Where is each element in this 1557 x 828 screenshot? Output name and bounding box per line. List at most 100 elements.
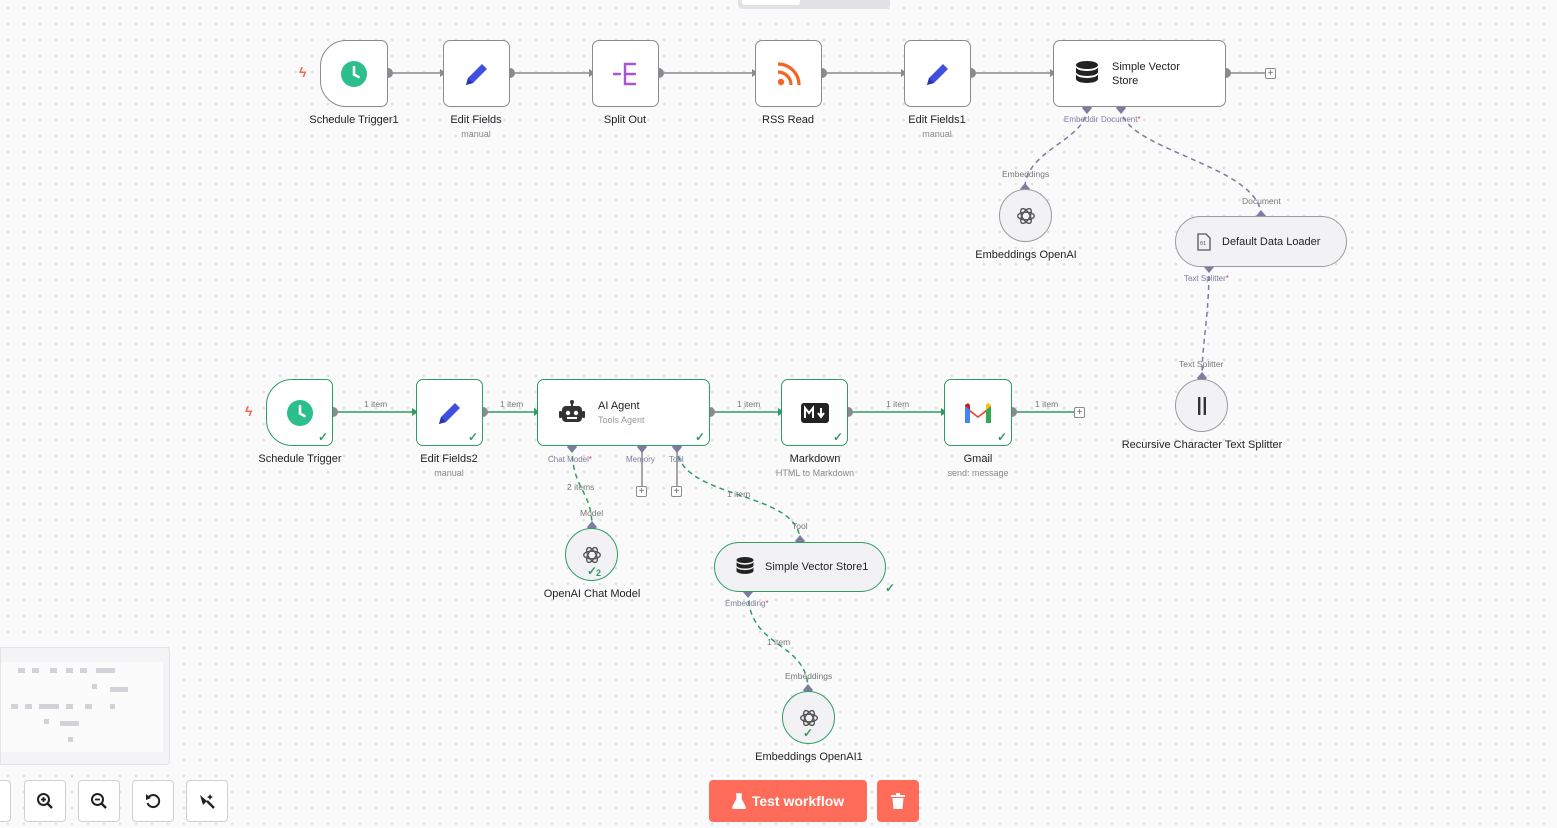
node-schedule-trigger1[interactable] [320,40,388,107]
reset-zoom-icon [146,794,161,809]
success-check-icon: ✓ [884,581,895,595]
node-title: Simple Vector Store [1112,60,1180,87]
zoom-out-button[interactable] [78,780,120,822]
node-title: AI Agent [598,399,640,412]
node-markdown[interactable]: ✓ [781,379,848,446]
success-check-icon: ✓ [467,430,478,444]
add-node-button[interactable]: + [1265,68,1276,79]
tidy-up-button[interactable] [186,780,228,822]
port-label-embeddings-in: Embeddings [785,671,833,681]
top-toggle-bar[interactable] [738,0,890,9]
tidy-up-icon [200,794,215,809]
label-openai-chat-model: OpenAI Chat Model [543,588,641,600]
port-label-text-splitter: Text Splitter* [1184,274,1229,283]
success-check-icon: ✓ [996,430,1007,444]
sublabel-gmail: send: message [947,468,1009,478]
node-embeddings-openai1[interactable]: ✓ [782,691,835,744]
port-label-embeddings: Embeddings [1002,169,1050,179]
add-tool-button[interactable]: + [671,486,682,497]
clear-execution-button[interactable] [877,780,919,822]
node-edit-fields1[interactable] [904,40,971,107]
flask-icon [732,793,746,809]
pencil-icon [438,402,460,424]
port-label-tool-in: Tool [792,521,808,531]
run-count: 2 [595,568,601,578]
minimap[interactable] [0,647,170,765]
port-label-embedding: Embeddir [1064,115,1099,124]
zoom-in-icon [37,793,53,809]
text-splitter-icon [1197,396,1206,415]
success-check-icon: ✓ [802,726,813,740]
top-toggle-active[interactable] [742,0,800,5]
node-gmail[interactable]: ✓ [944,379,1012,446]
database-icon [1076,60,1098,83]
node-simple-vector-store1[interactable]: Simple Vector Store1 ✓ [714,542,895,595]
success-check-icon: ✓ [586,564,597,578]
test-workflow-button[interactable]: Test workflow [709,780,867,822]
node-schedule-trigger[interactable]: ✓ [266,379,333,446]
label-markdown: Markdown [789,453,841,465]
robot-icon [559,399,585,422]
split-out-icon [612,62,636,85]
node-simple-vector-store[interactable]: Simple Vector Store [1053,40,1226,107]
openai-icon [1016,207,1035,224]
label-gmail: Gmail [963,453,993,465]
edge-label: 1 item [1035,399,1059,409]
openai-icon [799,709,818,726]
success-check-icon: ✓ [694,430,705,444]
node-openai-chat-model[interactable]: ✓ 2 [565,528,618,581]
node-default-data-loader[interactable]: 01 Default Data Loader [1175,216,1347,267]
zoom-in-button[interactable] [24,780,66,822]
fit-view-button[interactable] [0,780,11,822]
clock-icon [286,399,313,426]
node-title: Simple Vector Store1 [765,561,869,573]
bolt-icon: ϟ [245,403,253,419]
port-label-tool: Tool [669,455,684,464]
node-edit-fields2[interactable]: ✓ [416,379,483,446]
label-embeddings-openai1: Embeddings OpenAI1 [755,751,863,763]
node-split-out[interactable] [592,40,659,107]
sublabel-edit-fields2: manual [434,468,464,478]
port-label-document-in: Document [1242,196,1281,206]
markdown-icon [800,402,829,423]
label-recursive-splitter: Recursive Character Text Splitter [1121,439,1283,451]
rss-icon [777,61,801,85]
svg-text:01: 01 [1200,241,1206,247]
port-label-embedding: Embedding* [725,599,769,608]
trash-icon [891,793,905,809]
zoom-out-icon [91,793,107,809]
edge-label: 2 items [567,482,595,492]
edge-label: 1 item [500,399,524,409]
port-label-memory: Memory [626,455,655,464]
label-embeddings-openai: Embeddings OpenAI [975,249,1077,261]
port-label-text-splitter-in: Text Splitter [1179,359,1224,369]
success-check-icon: ✓ [832,430,843,444]
label-schedule-trigger: Schedule Trigger [258,453,342,465]
label-edit-fields1: Edit Fields1 [908,114,966,126]
node-title: Default Data Loader [1222,235,1321,248]
sublabel-edit-fields: manual [461,129,491,139]
edge-label: 1 item [364,399,388,409]
test-workflow-label: Test workflow [751,793,845,809]
clock-icon [341,60,367,87]
sublabel-markdown: HTML to Markdown [775,468,855,478]
bolt-icon: ϟ [299,64,307,80]
node-recursive-splitter[interactable] [1175,379,1228,432]
gmail-icon [965,402,991,423]
file-icon: 01 [1197,232,1211,251]
database-icon [736,557,754,574]
sublabel-edit-fields1: manual [922,129,952,139]
node-edit-fields[interactable] [443,40,510,107]
label-split-out: Split Out [603,114,647,126]
add-node-button[interactable]: + [1074,407,1085,418]
node-rss-read[interactable] [755,40,822,107]
pencil-icon [926,63,948,85]
reset-zoom-button[interactable] [132,780,174,822]
node-embeddings-openai[interactable] [999,189,1052,242]
pencil-icon [465,63,487,85]
success-check-icon: ✓ [317,430,328,444]
label-edit-fields: Edit Fields [450,114,502,126]
port-label-model: Model [580,508,604,518]
add-memory-button[interactable]: + [636,486,647,497]
